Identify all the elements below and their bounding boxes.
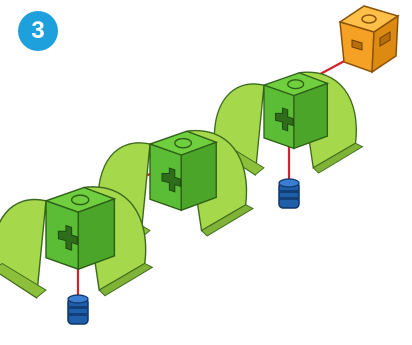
blue-axle-peg-left [67, 294, 89, 325]
green-curved-assembly-bottom [0, 186, 154, 299]
step-number-badge: 3 [18, 11, 58, 51]
blue-axle-peg-right [278, 178, 300, 209]
orange-corner-block [338, 5, 400, 74]
